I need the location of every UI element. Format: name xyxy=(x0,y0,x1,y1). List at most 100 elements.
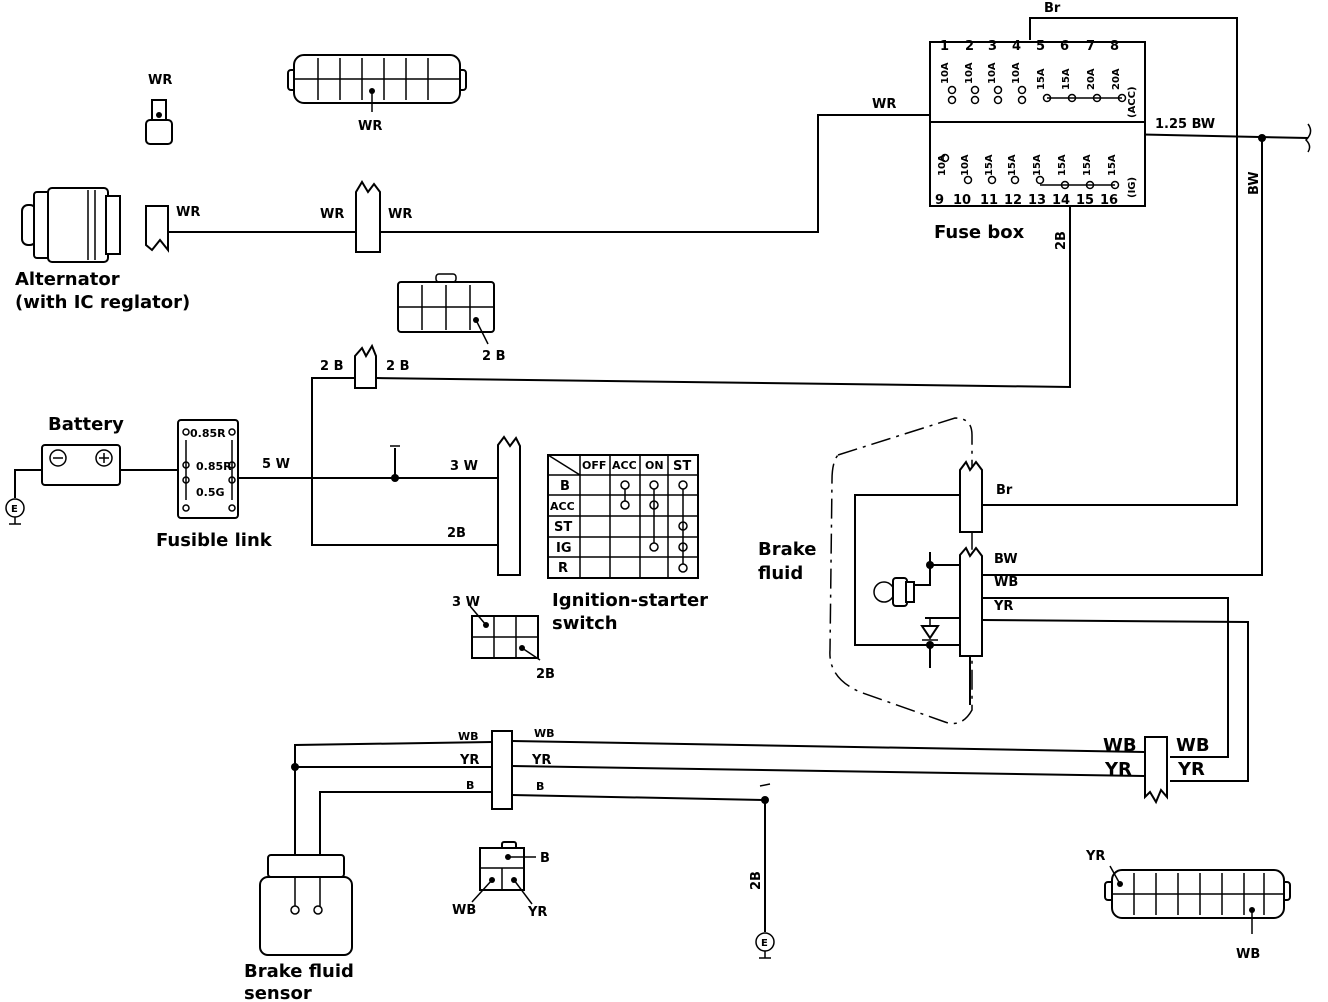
switch-header: ST xyxy=(673,459,691,474)
fuse-rating: 20A xyxy=(1086,68,1097,90)
wire-label-wr-2: WR xyxy=(388,207,412,222)
ignition-switch-table xyxy=(547,454,699,579)
wire-label-br-top: Br xyxy=(1044,1,1061,16)
brake-fluid-label-2: fluid xyxy=(758,563,803,584)
wire-label-125bw: 1.25 BW xyxy=(1155,117,1215,132)
wire-label-yr-2: YR xyxy=(531,753,551,768)
wire-brake-inner xyxy=(854,494,960,646)
brake-wire-bw: BW xyxy=(994,552,1018,567)
wire-label-b-2: B xyxy=(536,780,544,793)
fuse-number: 1 xyxy=(940,39,949,54)
connector-6pin-3w: 3 W xyxy=(452,595,480,610)
multipin-top-label: WR xyxy=(358,119,382,134)
connector-lower-left xyxy=(491,730,513,810)
junction-b xyxy=(761,796,769,804)
wire-label-bw-vertical: BW xyxy=(1247,171,1262,195)
fuse-bottom-ratings: 10A 10A 15A 15A 15A 15A 15A 15A (IG) xyxy=(937,154,1138,198)
fuse-number: 6 xyxy=(1060,39,1069,54)
wire-wb-right xyxy=(982,597,1229,758)
switch-header: OFF xyxy=(582,459,606,472)
wire-label-3w: 3 W xyxy=(450,459,478,474)
wire-label-wb-2: WB xyxy=(534,727,555,740)
wire-yr-right xyxy=(981,619,1249,782)
connector-3pin-b: B xyxy=(540,851,550,866)
ground-icon-bottom: E xyxy=(755,932,775,959)
fuse-number: 9 xyxy=(935,193,944,208)
fuse-rating: 10A xyxy=(940,62,951,84)
wire-label-b-1: B xyxy=(466,779,474,792)
connector-3pin-wb: WB xyxy=(452,903,476,918)
fuse-top-terminals xyxy=(947,85,1127,105)
fuse-number: 12 xyxy=(1004,193,1022,208)
fuse-box xyxy=(929,41,1146,207)
switch-row: R xyxy=(558,561,568,576)
wire-yr-main xyxy=(511,765,1146,777)
diode-icon xyxy=(920,618,940,649)
wire-b-stub xyxy=(759,783,771,787)
multipin-bottom-yr: YR xyxy=(1085,849,1105,864)
brake-wire-br: Br xyxy=(996,483,1013,498)
alternator xyxy=(21,187,169,263)
brake-fluid-boundary xyxy=(829,417,973,725)
wr-single-label: WR xyxy=(148,73,172,88)
fuse-tag-ig: (IG) xyxy=(1127,177,1138,198)
battery-label: Battery xyxy=(48,414,124,435)
bulb-icon xyxy=(873,561,934,607)
alternator-sublabel: (with IC reglator) xyxy=(15,292,190,313)
fuse-bottom-terminals xyxy=(940,153,1120,190)
wire-label-wr-fusebox: WR xyxy=(872,97,896,112)
alternator-label: Alternator xyxy=(15,269,120,290)
wire-label-yr-1: YR xyxy=(459,753,479,768)
fuse-number: 2 xyxy=(965,39,974,54)
wire-label-2b-1: 2 B xyxy=(320,359,343,374)
wire-br-top xyxy=(982,17,1238,506)
wire-label-wr-alt: WR xyxy=(176,205,200,220)
fuse-box-label: Fuse box xyxy=(934,222,1025,243)
fuse-rating: 15A xyxy=(1057,154,1068,176)
fuse-number: 7 xyxy=(1086,39,1095,54)
battery xyxy=(41,444,121,486)
switch-header: ON xyxy=(645,459,664,472)
wire-label-2b-fusebox: 2B xyxy=(1054,231,1069,250)
ground-symbol-label: E xyxy=(11,504,18,515)
wire-label-yr-4: YR xyxy=(1177,759,1205,780)
fuse-rating: 15A xyxy=(1082,154,1093,176)
wire-label-wb-1: WB xyxy=(458,730,479,743)
fusible-rating: 0.5G xyxy=(196,486,225,499)
wire-label-wb-4: WB xyxy=(1176,735,1210,756)
fuse-rating: 10A xyxy=(1011,62,1022,84)
fuse-rating: 15A xyxy=(1061,68,1072,90)
connector-6pin-2b: 2B xyxy=(536,667,555,682)
connector-6pin xyxy=(469,605,541,661)
fuse-number: 11 xyxy=(980,193,998,208)
switch-header: ACC xyxy=(612,459,637,472)
brake-fluid-sensor-label-2: sensor xyxy=(244,983,312,1002)
junction-125bw xyxy=(1258,134,1266,142)
wire-bw xyxy=(982,138,1263,576)
fuse-rating: 15A xyxy=(1107,154,1118,176)
wire-label-5w: 5 W xyxy=(262,457,290,472)
fuse-number: 5 xyxy=(1036,39,1045,54)
wire-alternator-wr xyxy=(168,114,930,233)
multipin-connector-top xyxy=(287,54,467,112)
fuse-number: 10 xyxy=(953,193,971,208)
switch-row: B xyxy=(560,479,570,494)
wire-label-2b-2: 2 B xyxy=(386,359,409,374)
brake-wire-yr: YR xyxy=(993,599,1013,614)
wire-brake-stub xyxy=(912,552,962,668)
connector-2b-small xyxy=(397,273,495,345)
wire-label-wr-1: WR xyxy=(320,207,344,222)
fuse-number: 8 xyxy=(1110,39,1119,54)
wire-battery-ground xyxy=(14,469,42,498)
switch-row: IG xyxy=(556,541,572,556)
fuse-tag-acc: (ACC) xyxy=(1127,86,1138,118)
wire-wb-left xyxy=(294,741,493,857)
brake-fluid-connector-main xyxy=(959,546,983,657)
wire-label-2b-ground: 2B xyxy=(749,871,764,890)
fuse-number: 16 xyxy=(1100,193,1118,208)
connector-2b-split xyxy=(354,343,377,389)
brake-fluid-sensor-label: Brake fluid xyxy=(244,961,354,982)
wires xyxy=(14,17,1309,932)
fuse-rating: 10A xyxy=(964,62,975,84)
fuse-top-ratings: 10A 10A 10A 10A 15A 15A 20A 20A (ACC) xyxy=(940,62,1138,118)
